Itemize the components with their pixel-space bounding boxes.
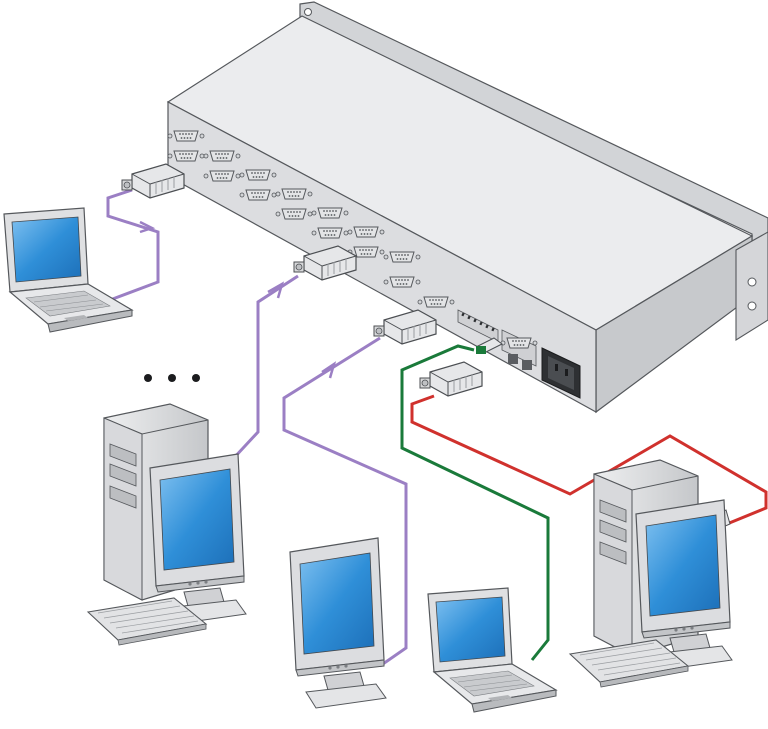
plug-laptop-top-left [121, 163, 185, 199]
rs232-port-block [500, 329, 538, 370]
green-adapter [476, 337, 503, 354]
ellipsis [144, 374, 200, 382]
desktop-left [87, 403, 247, 646]
laptop-top-left [3, 207, 133, 333]
power-inlet [541, 347, 581, 399]
plug-monitor-center [373, 309, 437, 345]
desktop-right [569, 459, 733, 688]
cable-desktop-right [410, 394, 768, 528]
cable-laptop-top-left [106, 188, 160, 302]
plug-green-red [419, 361, 483, 397]
cable-desktop-left [230, 274, 299, 462]
cable-monitor-center [282, 336, 408, 668]
monitor-center [289, 537, 387, 709]
laptop-center [427, 587, 557, 713]
router-chassis [166, 1, 768, 414]
cable-laptop-center [400, 344, 550, 661]
